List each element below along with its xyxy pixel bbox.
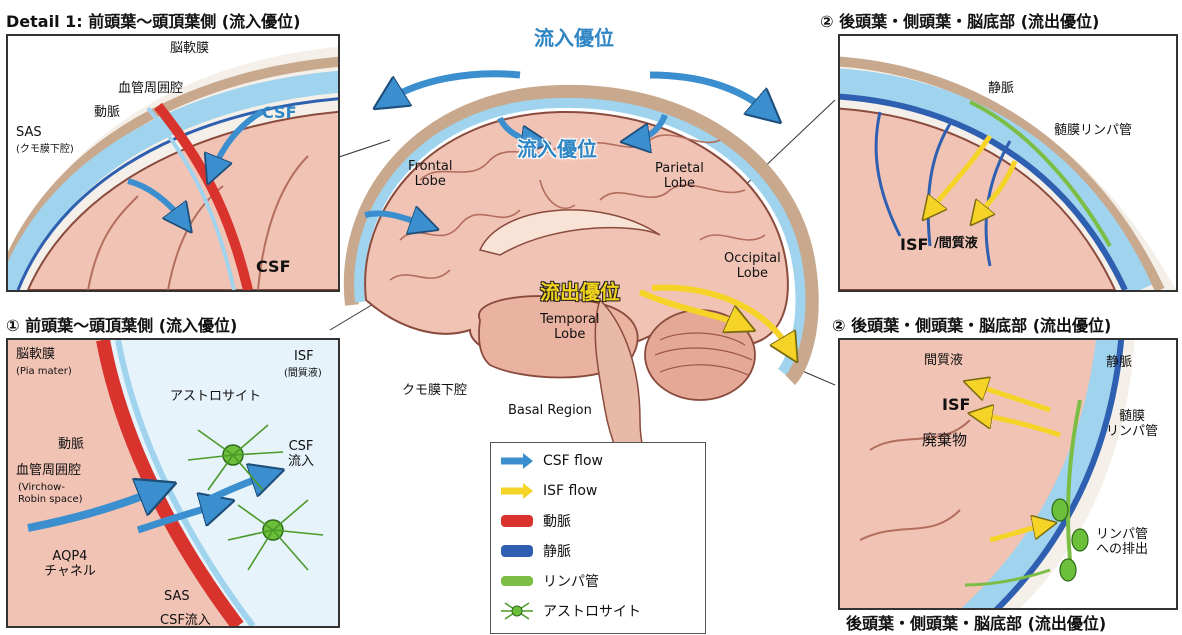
inflow-label-mid: 流入優位 xyxy=(517,133,597,162)
panel-detail2-art xyxy=(840,36,1176,290)
astrocyte-label-bl: アストロサイト xyxy=(170,390,261,405)
legend-label-vein: 静脈 xyxy=(543,541,571,561)
title-bottom-right: 後頭葉・側頭葉・脳底部 (流出優位) xyxy=(846,610,1106,634)
legend-item-lymph: リンパ管 xyxy=(499,569,599,593)
aqp4-label-bl: AQP4 チャネル xyxy=(44,550,96,580)
sas-label-bl: SAS xyxy=(164,590,190,605)
outflow-label: 流出優位 xyxy=(540,276,620,305)
legend-label-artery: 動脈 xyxy=(543,511,571,531)
csf-in2-label-bl: CSF流入 xyxy=(160,614,211,629)
pvs-label-bl: 血管周囲腔 xyxy=(16,464,81,479)
vein-label-tr: 静脈 xyxy=(988,82,1014,97)
legend-item-astrocyte: アストロサイト xyxy=(499,599,641,623)
legend-item-artery: 動脈 xyxy=(499,509,571,533)
isf-arrow-icon xyxy=(499,479,535,503)
title-right-lower: ② 後頭葉・側頭葉・脳底部 (流出優位) xyxy=(832,312,1111,336)
title-detail1: Detail 1: 前頭葉〜頭頂葉側 (流入優位) xyxy=(6,8,300,32)
legend: CSF flow ISF flow 動脈 静脈 リンパ管 アストロサイト xyxy=(490,442,706,634)
basal-region-label: Basal Region xyxy=(508,404,592,419)
occipital-lobe-label: Occipital Lobe xyxy=(724,252,781,282)
sas-label-tl: SAS xyxy=(16,126,42,141)
isf-label-tr: ISF xyxy=(900,236,928,254)
legend-label-astrocyte: アストロサイト xyxy=(543,601,641,621)
callout-line-br xyxy=(800,370,835,385)
isf-label-bl: ISF xyxy=(294,350,314,365)
inflow-label-top: 流入優位 xyxy=(534,22,614,51)
csf-arrow-icon xyxy=(499,449,535,473)
sas-label: クモ膜下腔 xyxy=(402,384,467,399)
sas-jp-label-tl: (クモ膜下腔) xyxy=(16,144,74,156)
panel-right-lower-art xyxy=(840,340,1176,608)
isf-jp-label-bl: (間質液) xyxy=(284,368,322,380)
astrocyte-icon xyxy=(499,599,535,623)
title-left-lower: ① 前頭葉〜頭頂葉側 (流入優位) xyxy=(6,312,237,336)
panel-detail1: 脳軟膜 CSF 血管周囲腔 動脈 SAS (クモ膜下腔) CSF xyxy=(6,34,340,292)
artery-label: 動脈 xyxy=(94,106,120,121)
vein-label-br: 静脈 xyxy=(1106,356,1132,371)
temporal-lobe-label: Temporal Lobe xyxy=(540,313,600,343)
artery-swatch-icon xyxy=(499,509,535,533)
vr-label-bl: (Virchow- Robin space) xyxy=(18,482,83,505)
lymph-swatch-icon xyxy=(499,569,535,593)
lymph-label-tr: 髄膜リンパ管 xyxy=(1054,124,1132,139)
pia-label: 脳軟膜 xyxy=(170,42,209,57)
csf-bottom-label: CSF xyxy=(256,258,291,276)
panel-detail1-art xyxy=(8,36,338,290)
frontal-lobe-label: Frontal Lobe xyxy=(408,160,452,190)
csf-in-label-bl: CSF 流入 xyxy=(288,440,314,470)
legend-item-vein: 静脈 xyxy=(499,539,571,563)
legend-label-lymph: リンパ管 xyxy=(543,571,599,591)
legend-item-csf: CSF flow xyxy=(499,449,603,473)
pia-en-label-bl: (Pia mater) xyxy=(16,366,72,378)
legend-item-isf: ISF flow xyxy=(499,479,597,503)
panel-detail2: 静脈 髄膜リンパ管 ISF /間質液 xyxy=(838,34,1178,292)
title-detail2: ② 後頭葉・側頭葉・脳底部 (流出優位) xyxy=(820,8,1099,32)
waste-label-br: 廃棄物 xyxy=(922,432,967,449)
panel-right-lower: 間質液 静脈 ISF 髄膜 リンパ管 廃棄物 リンパ管 への排出 xyxy=(838,338,1178,610)
isf-jp-label-tr: /間質液 xyxy=(934,237,978,252)
pia-label-bl: 脳軟膜 xyxy=(16,348,55,363)
interstitial-label-br: 間質液 xyxy=(924,354,963,369)
lymph-label-br: 髄膜 リンパ管 xyxy=(1106,410,1158,440)
drain-label-br: リンパ管 への排出 xyxy=(1096,528,1148,558)
csf-top-label: CSF xyxy=(262,104,297,122)
artery-label-bl: 動脈 xyxy=(58,438,84,453)
vein-swatch-icon xyxy=(499,539,535,563)
isf-label-br: ISF xyxy=(942,396,970,414)
pvs-label: 血管周囲腔 xyxy=(118,82,183,97)
legend-label-isf: ISF flow xyxy=(543,483,597,499)
panel-left-lower: 脳軟膜 (Pia mater) ISF (間質液) アストロサイト CSF 流入… xyxy=(6,338,340,628)
parietal-lobe-label: Parietal Lobe xyxy=(655,162,704,192)
legend-label-csf: CSF flow xyxy=(543,453,603,469)
